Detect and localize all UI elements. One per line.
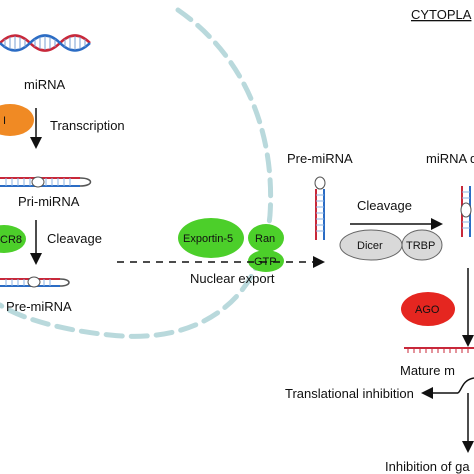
mirna-duplex-label: miRNA d (426, 151, 474, 166)
mirna-gene-label: miRNA (24, 77, 65, 92)
exportin5-protein (178, 218, 244, 258)
ago-label: AGO (415, 304, 440, 316)
translational-inhibition-label: Translational inhibition (285, 386, 414, 401)
pre-mirna-nucleus-icon (0, 276, 70, 288)
mirna-duplex-icon (460, 186, 472, 237)
dicer-label: Dicer (357, 240, 383, 252)
gene-inhibition-label: Inhibition of ga (385, 459, 470, 474)
dna-helix-icon (0, 34, 91, 52)
nuclear-membrane (0, 7, 274, 339)
dgcr8-protein (0, 225, 26, 253)
nuclear-export-label: Nuclear export (190, 271, 275, 286)
trbp-protein (401, 229, 443, 261)
mature-mirna-icon (404, 347, 474, 353)
trbp-label: TRBP (406, 240, 435, 252)
ago-protein (401, 292, 455, 326)
pre-mirna-nucleus-label: Pre-miRNA (6, 299, 72, 314)
ran-label: Ran (255, 233, 275, 245)
pre-mirna-cytoplasm-icon (314, 176, 326, 240)
rna-polymerase (0, 104, 34, 136)
ran-protein (248, 224, 284, 252)
exportin5-label: Exportin-5 (183, 233, 233, 245)
nuclear-cleavage-label: Cleavage (47, 231, 102, 246)
outcome-branch (457, 377, 474, 394)
cytoplasm-label: CYTOPLA (411, 7, 472, 22)
transcription-label: Transcription (50, 118, 125, 133)
dgcr8-label: CR8 (0, 234, 22, 246)
gtp-molecule (248, 250, 284, 272)
pre-mirna-cytoplasm-label: Pre-miRNA (287, 151, 353, 166)
pri-mirna-label: Pri-miRNA (18, 194, 80, 209)
pri-mirna-hairpin-icon (0, 176, 92, 188)
mature-mirna-label: Mature m (400, 363, 455, 378)
cytoplasm-cleavage-label: Cleavage (357, 198, 412, 213)
polymerase-label: I (3, 115, 6, 127)
